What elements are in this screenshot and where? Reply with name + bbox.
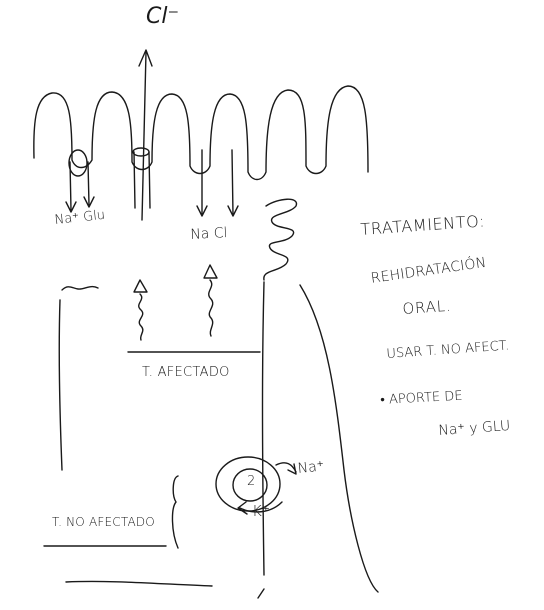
na-cl-label: Na Cl <box>190 226 228 242</box>
chloride-out-label: Cl⁻ <box>146 6 179 28</box>
bottom-tick-mark <box>258 589 264 598</box>
na-arrow-left <box>70 162 71 210</box>
cftr-channel-right <box>149 152 150 208</box>
cell-tilde-mark <box>62 287 98 290</box>
glucose-transporter-channel <box>69 150 87 176</box>
affected-transport-wave-left <box>139 294 143 340</box>
pump-symbol-label: 2 <box>247 475 255 488</box>
na-exit-arrow <box>276 463 296 472</box>
cell-baseline <box>66 581 212 586</box>
glu-arrow <box>88 162 89 205</box>
affected-transport-triangle-right <box>204 265 217 278</box>
not-affected-brace <box>172 476 178 548</box>
microvilli-membrane <box>34 86 368 180</box>
cell-left-wall <box>59 300 62 470</box>
cftr-channel-left <box>134 152 135 208</box>
pump-sodium-label: Na⁺ <box>297 459 325 476</box>
cftr-channel-top <box>133 148 149 156</box>
cell-inner-wall <box>263 282 265 575</box>
cl-absorption-arrow <box>232 150 233 215</box>
pump-potassium-label: K⁺ <box>252 504 270 519</box>
affected-transport-wave-right <box>209 280 213 336</box>
affected-transport-triangle-left <box>134 280 147 292</box>
affected-transport-label: T. AFECTADO <box>142 366 230 379</box>
treatment-oral: ORAL. <box>402 299 452 317</box>
tight-junction-coil <box>264 199 297 280</box>
not-affected-transport-label: T. NO AFECTADO <box>52 516 155 528</box>
chloride-secretion-arrow <box>142 52 146 220</box>
cell-right-wall <box>300 285 378 592</box>
